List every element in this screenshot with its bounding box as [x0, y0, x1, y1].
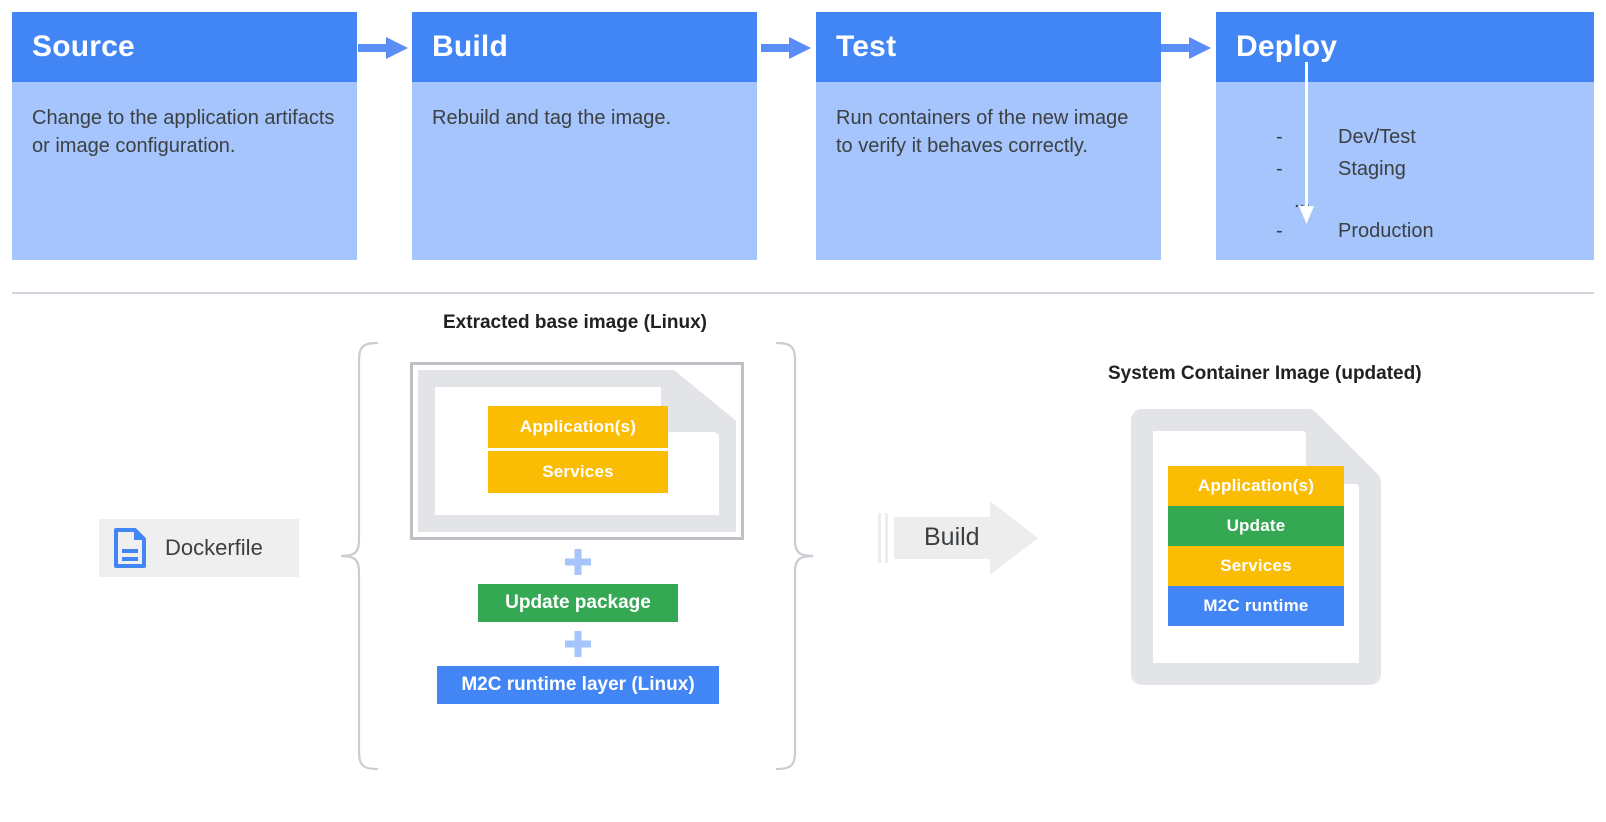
stage-header: Test	[816, 12, 1161, 82]
list-item-label: Dev/Test	[1338, 126, 1416, 148]
list-marker: -	[1276, 220, 1283, 242]
section-divider	[12, 292, 1594, 294]
list-item: ...	[1276, 190, 1576, 220]
pipeline-stage-build: Build Rebuild and tag the image.	[412, 12, 757, 260]
layer-m2c-runtime: M2C runtime	[1168, 586, 1344, 626]
stage-title: Test	[836, 30, 897, 63]
cicd-pipeline: Source Change to the application artifac…	[0, 0, 1606, 262]
stage-description: Run containers of the new image to verif…	[836, 107, 1129, 158]
dockerfile-chip[interactable]: Dockerfile	[99, 519, 299, 577]
result-image-layers: Application(s) Update Services M2C runti…	[1168, 466, 1344, 626]
dockerfile-label: Dockerfile	[165, 535, 263, 560]
list-item: - Dev/Test	[1276, 126, 1576, 158]
result-image-label: System Container Image (updated)	[1108, 363, 1422, 384]
layer-applications: Application(s)	[1168, 466, 1344, 506]
update-package-bar: Update package	[478, 584, 678, 622]
pipeline-stage-test: Test Run containers of the new image to …	[816, 12, 1161, 260]
layer-services: Services	[488, 451, 668, 493]
build-action-arrow[interactable]: Build	[878, 495, 1042, 581]
image-composition-stack: Application(s) Services Update package M…	[410, 362, 746, 704]
layer-update: Update	[1168, 506, 1344, 546]
stage-title: Deploy	[1236, 30, 1338, 63]
stage-header: Deploy	[1216, 12, 1594, 82]
pipeline-stage-deploy: Deploy - Dev/Test - Staging ...	[1216, 12, 1594, 260]
list-item-label: Production	[1338, 220, 1434, 242]
extraction-frame	[410, 362, 744, 540]
extracted-base-image: Application(s) Services	[410, 362, 744, 540]
document-icon	[114, 528, 146, 568]
plus-icon	[410, 540, 746, 584]
arrow-right-icon	[1161, 33, 1215, 63]
list-item-label: Staging	[1338, 158, 1406, 180]
arrow-down-icon	[1299, 62, 1314, 224]
list-item: - Production	[1276, 220, 1576, 252]
layer-services: Services	[1168, 546, 1344, 586]
plus-icon	[410, 622, 746, 666]
pipeline-stage-source: Source Change to the application artifac…	[12, 12, 357, 260]
grouping-brace-left	[340, 341, 379, 771]
stage-header: Source	[12, 12, 357, 82]
deploy-environment-list: - Dev/Test - Staging ... - Production	[1276, 62, 1576, 252]
base-image-label: Extracted base image (Linux)	[443, 312, 707, 333]
build-label: Build	[924, 523, 980, 551]
grouping-brace-right	[775, 341, 814, 771]
list-marker: -	[1276, 126, 1283, 148]
stage-title: Source	[32, 30, 135, 63]
arrow-right-block-icon	[878, 501, 1038, 575]
stage-description: Change to the application artifacts or i…	[32, 107, 335, 158]
m2c-runtime-layer-bar: M2C runtime layer (Linux)	[437, 666, 719, 704]
base-image-layers: Application(s) Services	[488, 406, 668, 493]
container-document-icon	[418, 370, 736, 532]
image-build-flow: Extracted base image (Linux) System Cont…	[0, 300, 1606, 822]
arrow-right-icon	[761, 33, 815, 63]
list-marker: -	[1276, 158, 1283, 180]
stage-body: Run containers of the new image to verif…	[816, 82, 1161, 161]
stage-body: - Dev/Test - Staging ... - Production	[1216, 62, 1594, 260]
stage-description: Rebuild and tag the image.	[432, 107, 672, 129]
arrow-right-icon	[358, 33, 412, 63]
stage-body: Change to the application artifacts or i…	[12, 82, 357, 161]
stage-body: Rebuild and tag the image.	[412, 82, 757, 132]
stage-title: Build	[432, 30, 508, 63]
system-container-image: Application(s) Update Services M2C runti…	[1130, 408, 1382, 686]
list-item: - Staging	[1276, 158, 1576, 190]
layer-applications: Application(s)	[488, 406, 668, 448]
stage-header: Build	[412, 12, 757, 82]
